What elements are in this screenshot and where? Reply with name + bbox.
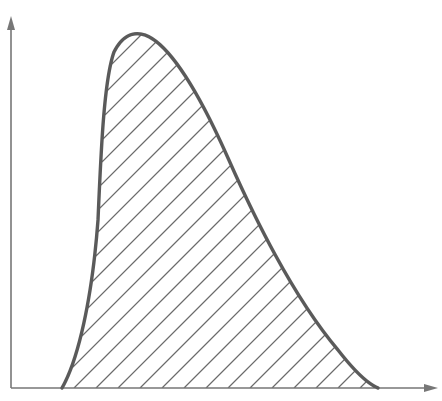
x-axis-arrow-icon [424,384,438,392]
hatch-line [62,33,378,389]
hatch-line [195,33,378,389]
hatch-line [217,33,378,389]
hatch-line [62,33,219,389]
hatch-line [239,33,378,389]
distribution-curve [60,32,380,390]
hatch-line [62,33,197,389]
hatch-line [173,33,378,389]
y-axis-arrow-icon [7,16,15,30]
